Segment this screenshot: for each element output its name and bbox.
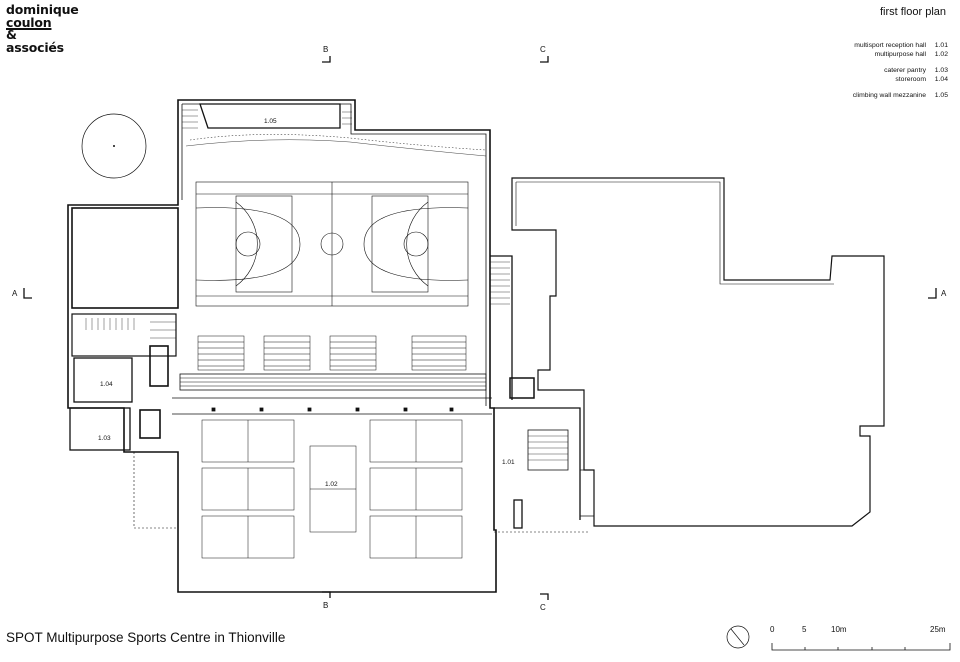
exterior-terrace-line bbox=[133, 452, 178, 529]
scale-label-10m: 10m bbox=[831, 625, 847, 634]
room-label-1-01: 1.01 bbox=[502, 459, 515, 466]
section-marker-b-top: B bbox=[322, 45, 331, 63]
room-label-1-04: 1.04 bbox=[100, 381, 113, 388]
reception-hall bbox=[490, 255, 595, 533]
legend-room-code: 1.05 bbox=[934, 92, 948, 100]
legend-room-code: 1.04 bbox=[934, 75, 948, 83]
climbing-mezzanine bbox=[182, 103, 487, 157]
scale-bar: 0 5 10m 25m bbox=[770, 625, 951, 651]
firm-name-line-2: coulon bbox=[6, 14, 52, 30]
legend-room-code: 1.01 bbox=[934, 42, 948, 49]
legend-row: storeroom 1.04 bbox=[853, 76, 948, 85]
firm-name-line-4: associés bbox=[6, 39, 64, 55]
svg-text:A: A bbox=[941, 289, 947, 298]
room-label-1-05: 1.05 bbox=[264, 118, 277, 125]
legend-room-name: multipurpose hall bbox=[874, 50, 926, 58]
svg-text:B: B bbox=[323, 601, 328, 610]
legend-row: multipurpose hall 1.02 bbox=[853, 51, 948, 60]
basketball-court bbox=[195, 181, 469, 307]
legend-room-name: storeroom bbox=[895, 75, 926, 83]
legend-room-name: caterer pantry bbox=[884, 67, 926, 75]
section-marker-a-left: A bbox=[12, 288, 32, 299]
section-marker-c-top: C bbox=[540, 45, 549, 63]
left-annex-room bbox=[71, 207, 179, 309]
room-label-1-03: 1.03 bbox=[98, 435, 111, 442]
scale-label-5: 5 bbox=[802, 625, 807, 634]
legend-row: multisport reception hall 1.01 bbox=[853, 42, 948, 51]
firm-logo: dominique coulon & associés bbox=[6, 2, 79, 55]
svg-text:C: C bbox=[540, 603, 546, 612]
adjacent-building-outline bbox=[511, 177, 885, 527]
room-label-1-02: 1.02 bbox=[325, 481, 338, 488]
legend-room-name: climbing wall mezzanine bbox=[852, 92, 926, 100]
north-arrow-icon bbox=[726, 625, 750, 649]
firm-name-line-1: dominique bbox=[6, 2, 79, 17]
legend-room-code: 1.02 bbox=[934, 50, 948, 58]
firm-name-line-3: & bbox=[6, 27, 17, 42]
tree-symbol bbox=[81, 113, 147, 179]
legend-row: caterer pantry 1.03 bbox=[853, 67, 948, 76]
bleachers bbox=[179, 335, 487, 391]
svg-text:B: B bbox=[323, 45, 328, 54]
multipurpose-hall-courts bbox=[201, 419, 463, 559]
scale-label-0: 0 bbox=[770, 625, 775, 634]
corridor bbox=[172, 397, 492, 415]
scale-label-25m: 25m bbox=[930, 625, 946, 634]
drawing-caption: SPOT Multipurpose Sports Centre in Thion… bbox=[6, 630, 286, 645]
section-marker-c-bottom: C bbox=[540, 593, 549, 612]
legend-room-name: multisport reception hall bbox=[854, 42, 926, 49]
sheet-title: first floor plan bbox=[879, 6, 946, 18]
main-building-outline bbox=[67, 99, 497, 593]
svg-text:A: A bbox=[12, 289, 18, 298]
room-legend: multisport reception hall 1.01 multipurpo… bbox=[853, 42, 948, 101]
section-marker-a-right: A bbox=[928, 288, 947, 299]
legend-room-code: 1.03 bbox=[934, 67, 948, 75]
legend-row: climbing wall mezzanine 1.05 bbox=[853, 92, 948, 101]
service-block bbox=[69, 313, 177, 451]
svg-text:C: C bbox=[540, 45, 546, 54]
section-marker-b-bottom: B bbox=[322, 591, 331, 610]
